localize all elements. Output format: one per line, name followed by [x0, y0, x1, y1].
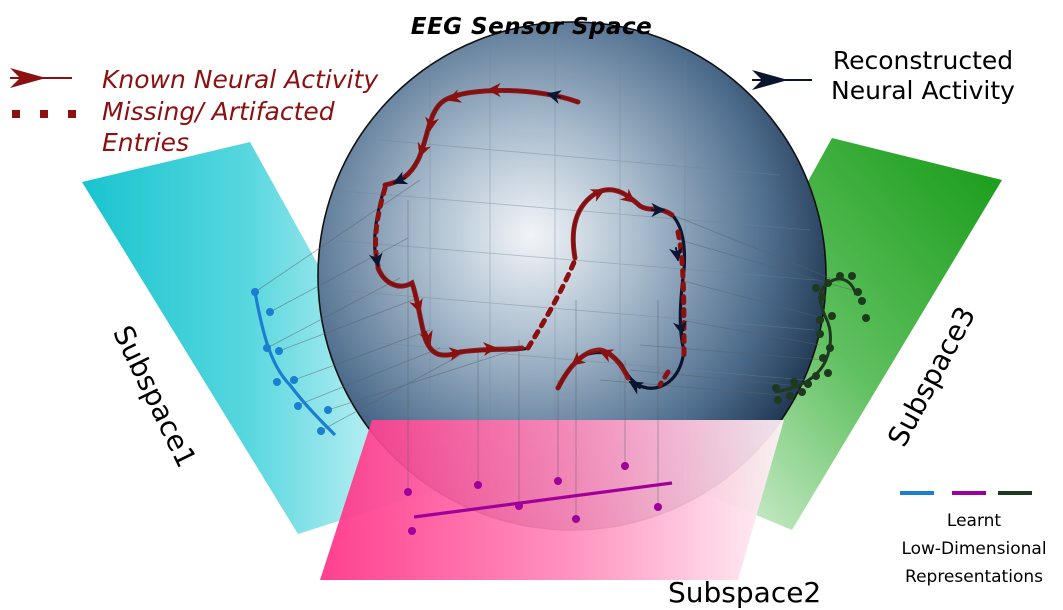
trajectory-left	[368, 83, 581, 361]
legend-missing-dots	[12, 110, 76, 118]
legend-known-label: Known Neural Activity	[102, 65, 379, 94]
subspace1-plane	[82, 142, 442, 534]
legend-known-arrow	[10, 68, 72, 88]
subspace2-label: Subspace2	[668, 576, 822, 609]
learnt-line-3: Representations	[905, 567, 1043, 587]
subspace3-representation	[772, 272, 870, 404]
legend-missing-label: Missing/ Artifacted	[102, 97, 335, 126]
subspace2-representation	[404, 462, 673, 535]
reconstructed-line-1: Reconstructed	[832, 46, 1014, 75]
diagram-title: EEG Sensor Space	[410, 14, 653, 40]
legend-learnt-label: Learnt Low-Dimensional Representations	[888, 507, 1060, 591]
reconstructed-line-2: Neural Activity	[831, 76, 1015, 105]
legend-reconstructed-arrow	[752, 70, 812, 90]
trajectory-right	[555, 187, 687, 395]
subspace1-representation	[251, 288, 337, 437]
projection-lines	[254, 179, 853, 519]
legend-reconstructed-label: Reconstructed Neural Activity	[818, 46, 1028, 106]
learnt-line-1: Learnt	[946, 511, 1002, 531]
learnt-line-2: Low-Dimensional	[901, 539, 1047, 559]
legend-missing-label-2: Entries	[102, 128, 190, 157]
